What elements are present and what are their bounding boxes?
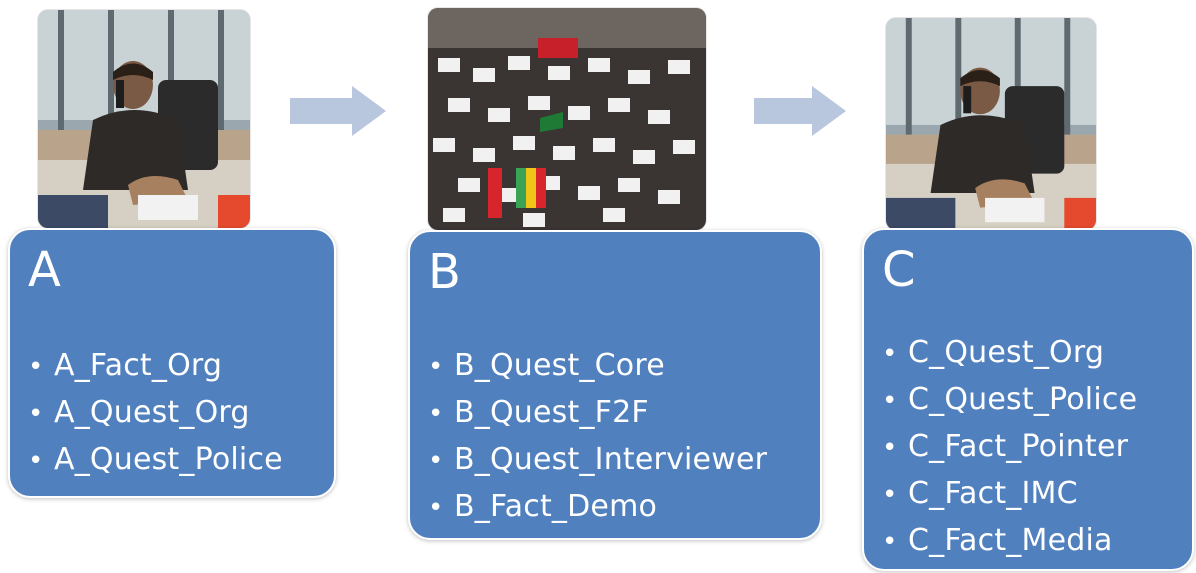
list-item: B_Quest_Core [428,343,767,390]
stage-letter: B [428,244,461,300]
photo-b [428,8,706,230]
list-item: C_Quest_Police [882,377,1137,424]
stage-letter: A [28,242,61,298]
list-item: A_Quest_Org [28,390,283,437]
stage-item-list: A_Fact_Org A_Quest_Org A_Quest_Police [28,343,283,484]
list-item: C_Fact_Pointer [882,424,1137,471]
stage-box-c: C C_Quest_Org C_Quest_Police C_Fact_Poin… [862,228,1194,571]
stage-box-a: A A_Fact_Org A_Quest_Org A_Quest_Police [8,228,336,498]
photo-c [886,18,1096,230]
stage-letter: C [882,242,916,298]
right-arrow-icon [290,86,386,136]
list-item: B_Quest_F2F [428,390,767,437]
right-arrow-icon [754,86,846,136]
list-item: C_Fact_Media [882,518,1137,565]
man-on-phone-photo-icon [886,18,1096,230]
stage-item-list: C_Quest_Org C_Quest_Police C_Fact_Pointe… [882,330,1137,565]
list-item: A_Quest_Police [28,437,283,484]
list-item: B_Fact_Demo [428,484,767,531]
photo-a [38,10,250,228]
man-on-phone-photo-icon [38,10,250,228]
list-item: A_Fact_Org [28,343,283,390]
stage-box-b: B B_Quest_Core B_Quest_F2F B_Quest_Inter… [408,230,822,540]
protest-crowd-photo-icon [428,8,706,230]
list-item: C_Fact_IMC [882,471,1137,518]
stage-item-list: B_Quest_Core B_Quest_F2F B_Quest_Intervi… [428,343,767,531]
list-item: B_Quest_Interviewer [428,437,767,484]
list-item: C_Quest_Org [882,330,1137,377]
